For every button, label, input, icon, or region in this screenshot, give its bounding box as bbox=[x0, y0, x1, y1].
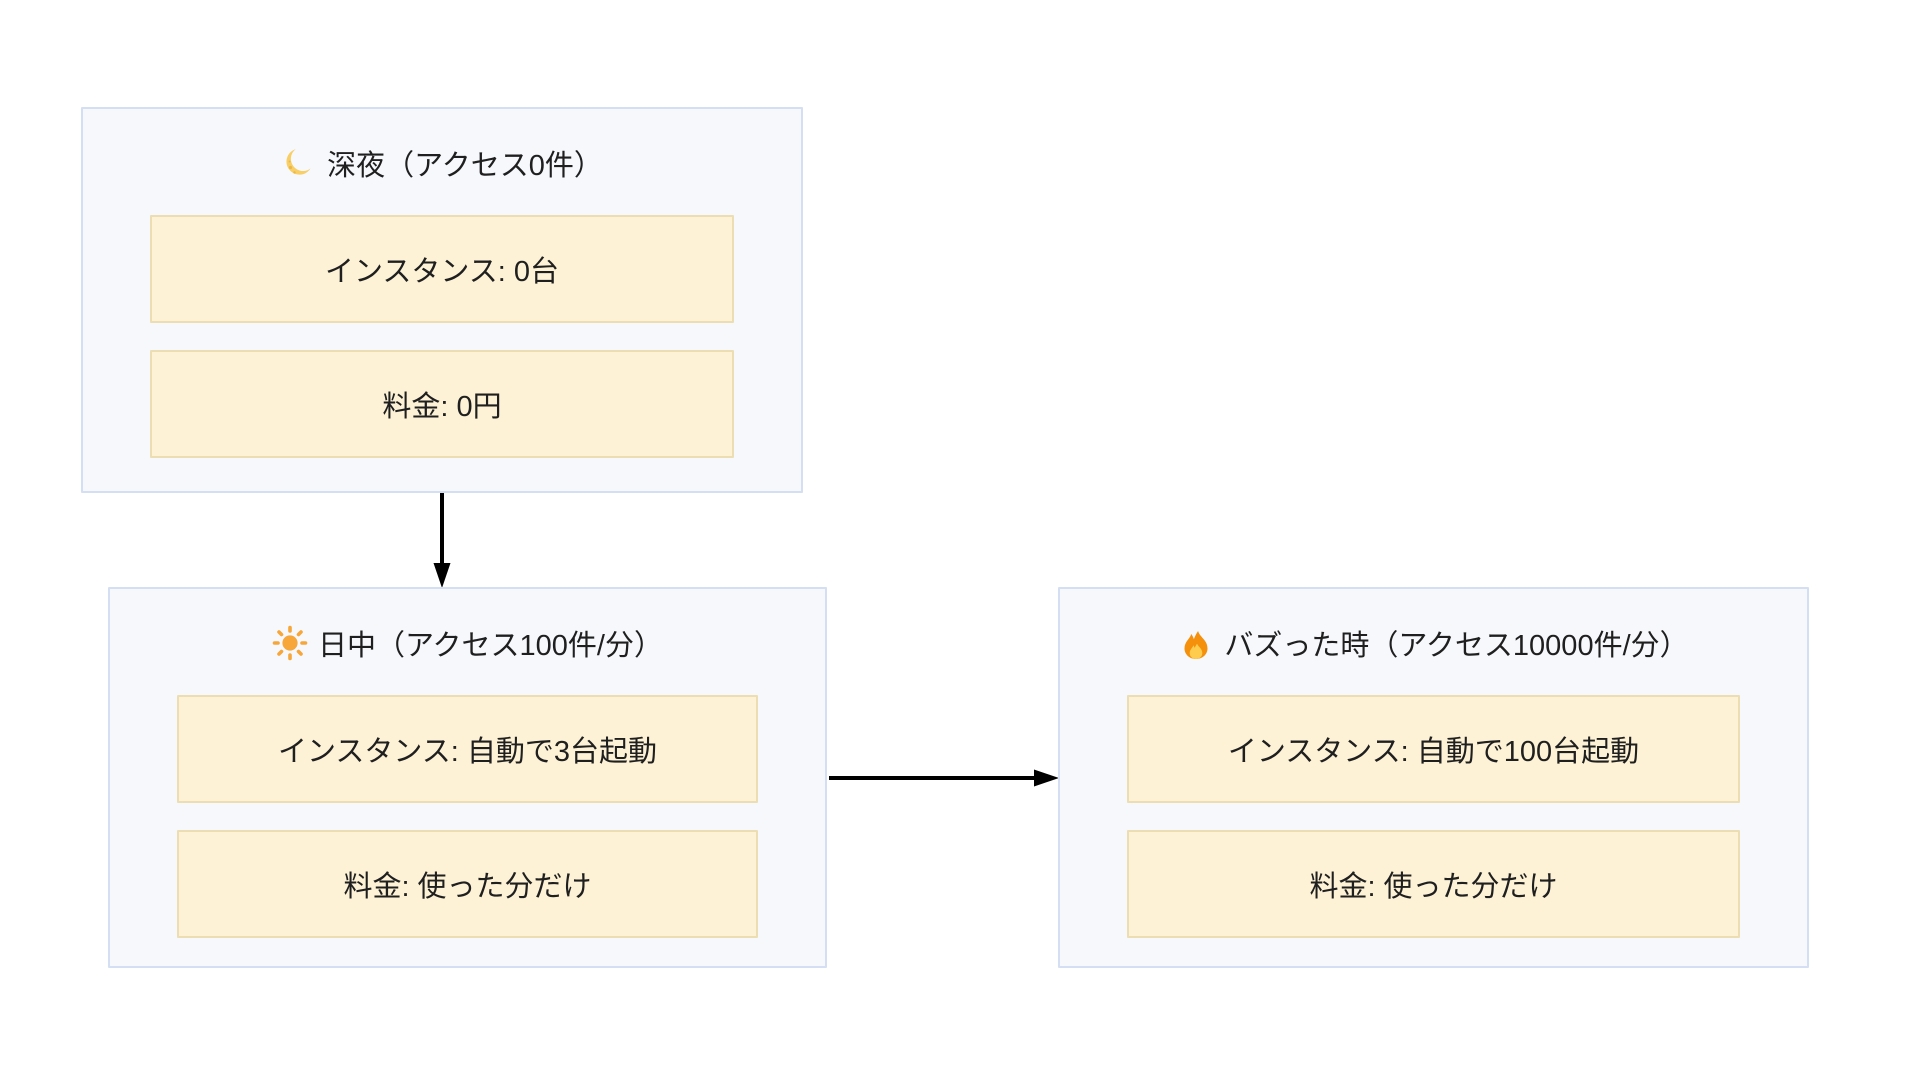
right-arrow-daytime-to-viral bbox=[829, 769, 1059, 787]
state-card-daytime: 日中（アクセス100件/分） インスタンス: 自動で3台起動 料金: 使った分だ… bbox=[108, 587, 827, 968]
card-title-daytime: 日中（アクセス100件/分） bbox=[177, 623, 758, 663]
moon-icon bbox=[281, 145, 317, 181]
card-title-viral: バズった時（アクセス10000件/分） bbox=[1127, 623, 1740, 663]
fire-icon bbox=[1178, 625, 1214, 661]
sun-icon bbox=[272, 625, 308, 661]
card-title-text: 深夜（アクセス0件） bbox=[327, 150, 603, 182]
cost-row: 料金: 使った分だけ bbox=[1127, 830, 1740, 938]
cost-row: 料金: 使った分だけ bbox=[177, 830, 758, 938]
cost-row: 料金: 0円 bbox=[150, 350, 734, 458]
card-title-text: バズった時（アクセス10000件/分） bbox=[1224, 630, 1689, 662]
instance-count-row: インスタンス: 自動で100台起動 bbox=[1127, 695, 1740, 803]
state-card-viral: バズった時（アクセス10000件/分） インスタンス: 自動で100台起動 料金… bbox=[1058, 587, 1809, 968]
card-title-night: 深夜（アクセス0件） bbox=[150, 143, 734, 183]
state-card-night: 深夜（アクセス0件） インスタンス: 0台 料金: 0円 bbox=[81, 107, 803, 493]
instance-count-row: インスタンス: 自動で3台起動 bbox=[177, 695, 758, 803]
instance-count-row: インスタンス: 0台 bbox=[150, 215, 734, 323]
card-title-text: 日中（アクセス100件/分） bbox=[318, 630, 663, 662]
down-arrow-night-to-daytime bbox=[433, 493, 451, 588]
